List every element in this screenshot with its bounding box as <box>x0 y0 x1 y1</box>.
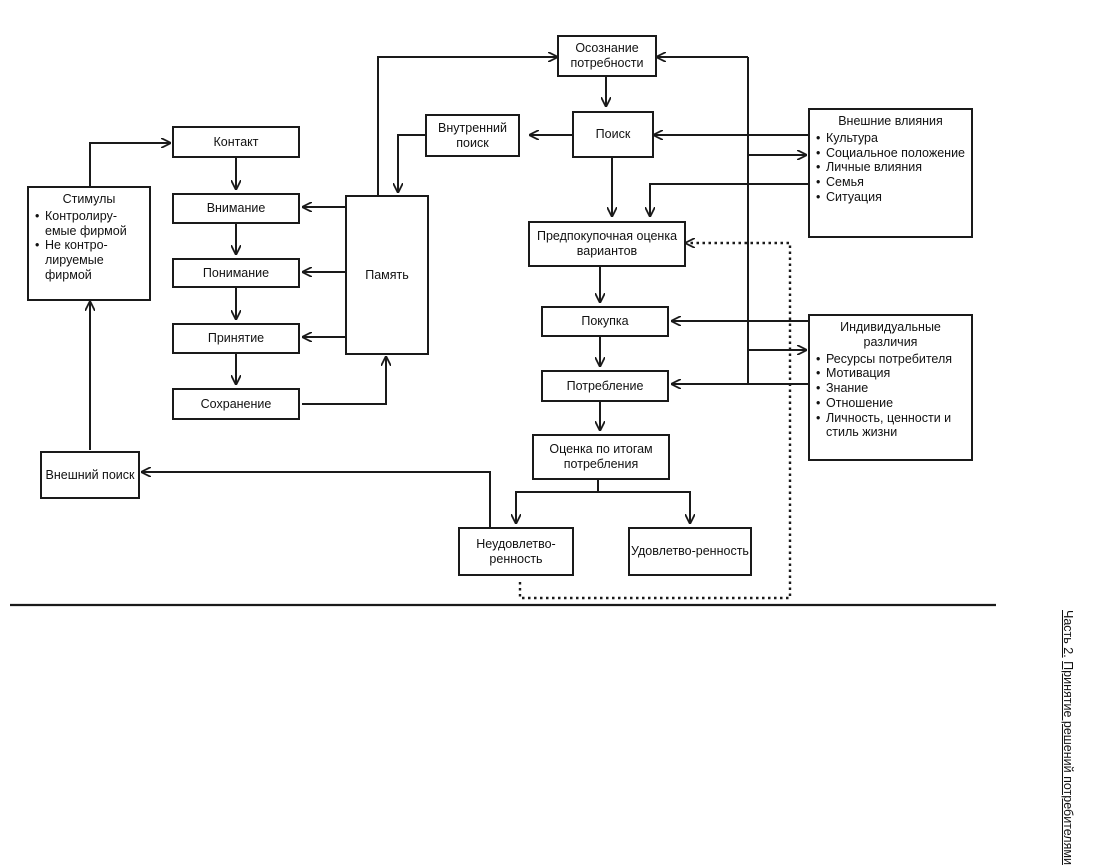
dissatisfaction-box: Неудовлетво-ренность <box>458 527 574 576</box>
individual-differences-title: Индивидуальные различия <box>840 320 941 349</box>
stimuli-box: Стимулы Контролиру-емые фирмой Не контро… <box>27 186 151 301</box>
external-influence-item: Социальное положение <box>816 146 965 161</box>
internal-search-box: Внутренний поиск <box>425 114 520 157</box>
page-caption-part: Часть 2. <box>1061 610 1075 658</box>
purchase-box: Покупка <box>541 306 669 337</box>
external-influence-item: Ситуация <box>816 190 965 205</box>
satisfaction-box: Удовлетво-ренность <box>628 527 752 576</box>
external-search-label: Внешний поиск <box>45 467 135 482</box>
external-influence-item: Личные влияния <box>816 160 965 175</box>
comprehension-box: Понимание <box>172 258 300 288</box>
need-recognition-label: Осознание потребности <box>570 41 644 70</box>
external-search-box: Внешний поиск <box>40 451 140 499</box>
need-recognition-box: Осознание потребности <box>557 35 657 77</box>
stimuli-list: Контролиру-емые фирмой Не контро-лируемы… <box>35 209 143 283</box>
external-influences-box: Внешние влияния Культура Социальное поло… <box>808 108 973 238</box>
stimuli-title: Стимулы <box>62 192 116 206</box>
individual-difference-item: Личность, ценности и стиль жизни <box>816 411 965 441</box>
attention-box: Внимание <box>172 193 300 224</box>
search-box: Поиск <box>572 111 654 158</box>
consumption-label: Потребление <box>566 378 644 393</box>
individual-difference-item: Мотивация <box>816 366 965 381</box>
internal-search-label: Внутренний поиск <box>438 120 507 150</box>
individual-differences-box: Индивидуальные различия Ресурсы потребит… <box>808 314 973 461</box>
arrow-post-to-dissatisfaction <box>516 479 599 523</box>
stimuli-item: Не контро-лируемые фирмой <box>35 238 143 282</box>
arrow-stimuli-to-contact <box>89 143 170 186</box>
page-caption: Часть 2. Принятие решений потребителями <box>1061 610 1075 865</box>
contact-box: Контакт <box>172 126 300 158</box>
acceptance-label: Принятие <box>207 331 265 346</box>
arrow-post-to-satisfaction <box>598 491 690 523</box>
line-influences-trunk <box>747 57 808 136</box>
external-influences-list: Культура Социальное положение Личные вли… <box>816 131 965 205</box>
diagram-connectors <box>10 0 996 607</box>
memory-label: Память <box>365 267 409 282</box>
dissatisfaction-label: Неудовлетво-ренность <box>476 536 556 566</box>
comprehension-label: Понимание <box>202 265 270 280</box>
post-consumption-evaluation-label: Оценка по итогам потребления <box>549 442 653 471</box>
individual-difference-item: Знание <box>816 381 965 396</box>
purchase-label: Покупка <box>581 314 629 329</box>
individual-difference-item: Отношение <box>816 396 965 411</box>
pre-purchase-evaluation-label: Предпокупочная оценка вариантов <box>536 229 678 258</box>
memory-box: Память <box>345 195 429 355</box>
arrow-memory-to-need <box>377 57 557 195</box>
individual-difference-item: Ресурсы потребителя <box>816 352 965 367</box>
external-influences-title: Внешние влияния <box>838 114 943 128</box>
page-caption-title: Принятие решений потребителями <box>1061 661 1075 865</box>
external-influence-item: Культура <box>816 131 965 146</box>
contact-label: Контакт <box>213 134 259 149</box>
search-label: Поиск <box>595 127 631 142</box>
individual-differences-list: Ресурсы потребителя Мотивация Знание Отн… <box>816 352 965 441</box>
arrow-retention-to-memory <box>302 357 386 405</box>
pre-purchase-evaluation-box: Предпокупочная оценка вариантов <box>528 221 686 267</box>
attention-label: Внимание <box>206 201 266 216</box>
stimuli-item: Контролиру-емые фирмой <box>35 209 143 239</box>
consumption-box: Потребление <box>541 370 669 402</box>
post-consumption-evaluation-box: Оценка по итогам потребления <box>532 434 670 480</box>
retention-box: Сохранение <box>172 388 300 420</box>
retention-label: Сохранение <box>200 396 272 411</box>
acceptance-box: Принятие <box>172 323 300 354</box>
arrow-influences-to-evaluation <box>650 183 808 216</box>
external-influence-item: Семья <box>816 175 965 190</box>
arrow-internal-to-memory <box>398 134 428 192</box>
satisfaction-label: Удовлетво-ренность <box>631 544 749 559</box>
arrow-dissatisfaction-to-external-search <box>142 472 491 527</box>
